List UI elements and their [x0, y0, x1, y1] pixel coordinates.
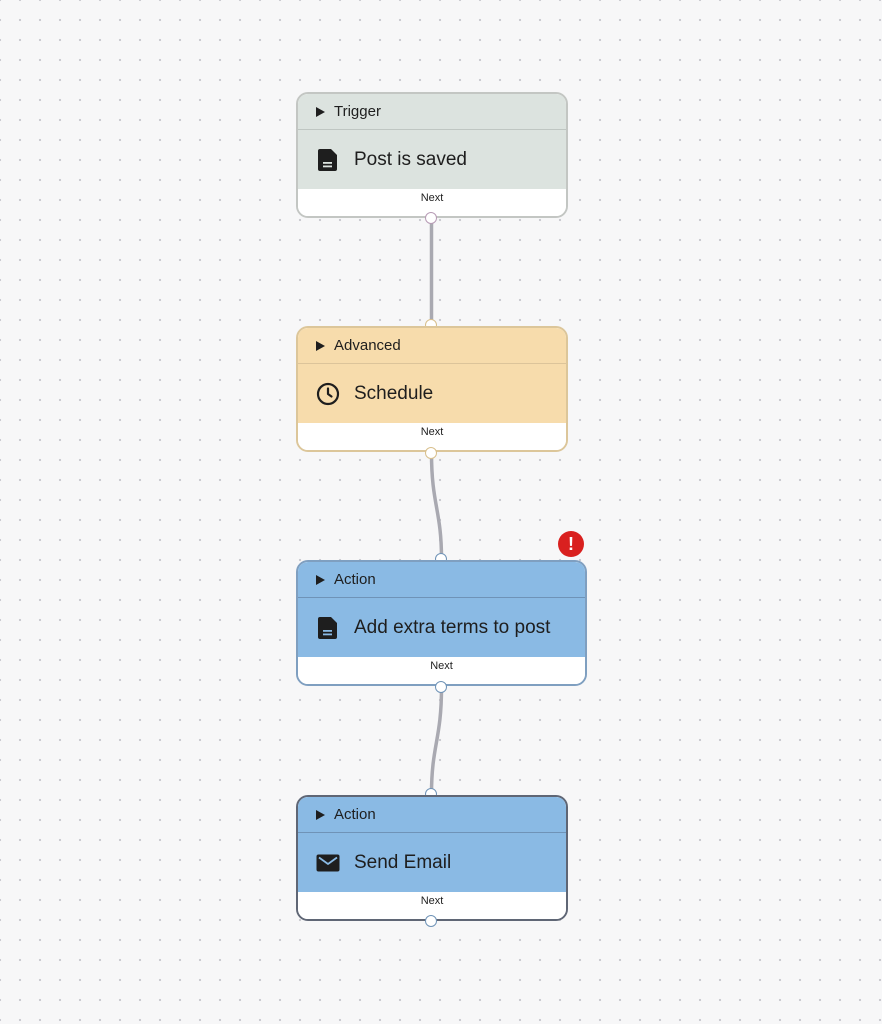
- action-node-send-email[interactable]: Action Send Email Next: [296, 795, 568, 921]
- node-category-label: Trigger: [334, 103, 381, 120]
- caret-right-icon: [316, 574, 325, 585]
- clock-icon: [316, 382, 340, 406]
- node-header[interactable]: Advanced: [298, 328, 566, 364]
- node-category-label: Action: [334, 806, 376, 823]
- node-header[interactable]: Action: [298, 562, 585, 598]
- node-body[interactable]: Schedule: [298, 364, 566, 423]
- output-port[interactable]: [425, 212, 437, 224]
- output-port[interactable]: [435, 681, 447, 693]
- node-category-label: Advanced: [334, 337, 401, 354]
- output-port[interactable]: [425, 447, 437, 459]
- document-icon: [316, 148, 340, 172]
- caret-right-icon: [316, 340, 325, 351]
- node-next-label: Next: [298, 892, 566, 919]
- node-header[interactable]: Action: [298, 797, 566, 833]
- document-icon: [316, 616, 340, 640]
- caret-right-icon: [316, 809, 325, 820]
- action-node-add-terms[interactable]: Action Add extra terms to post Next: [296, 560, 587, 686]
- node-next-label: Next: [298, 189, 566, 216]
- output-port[interactable]: [425, 915, 437, 927]
- node-title: Schedule: [354, 382, 434, 404]
- node-header[interactable]: Trigger: [298, 94, 566, 130]
- node-title: Add extra terms to post: [354, 616, 551, 638]
- node-category-label: Action: [334, 571, 376, 588]
- node-next-label: Next: [298, 423, 566, 450]
- node-title: Post is saved: [354, 148, 467, 170]
- connector-action-to-email[interactable]: [429, 685, 444, 796]
- connector-advanced-to-action[interactable]: [429, 451, 444, 561]
- node-body[interactable]: Send Email: [298, 833, 566, 892]
- node-body[interactable]: Post is saved: [298, 130, 566, 189]
- node-next-label: Next: [298, 657, 585, 684]
- caret-right-icon: [316, 106, 325, 117]
- node-body[interactable]: Add extra terms to post: [298, 598, 585, 657]
- trigger-node[interactable]: Trigger Post is saved Next: [296, 92, 568, 218]
- node-title: Send Email: [354, 851, 452, 873]
- envelope-icon: [316, 851, 340, 875]
- advanced-node[interactable]: Advanced Schedule Next: [296, 326, 568, 452]
- error-icon[interactable]: !: [558, 531, 584, 557]
